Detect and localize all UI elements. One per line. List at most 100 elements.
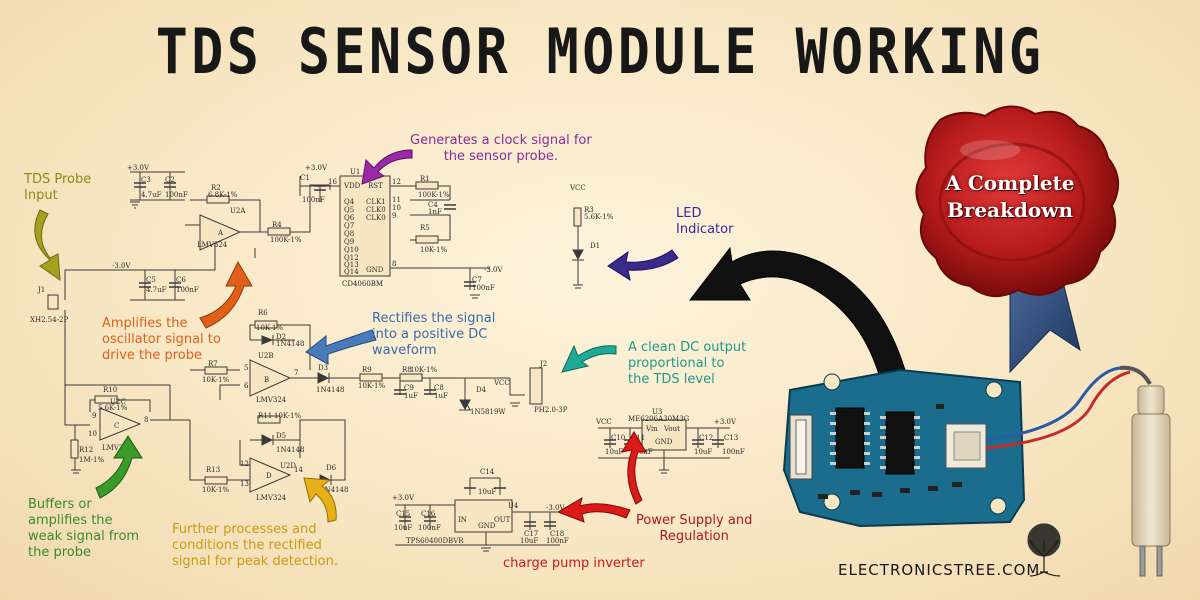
pwr-neg-label-2: -3.0V: [484, 266, 503, 274]
pwr-neg-label-3: -3.0V: [546, 504, 565, 512]
c4-label: C4: [428, 201, 438, 209]
u2d-part: LMV324: [256, 494, 287, 502]
u1-pin-q12: Q12: [344, 254, 359, 262]
r12-value: 1M-1%: [79, 456, 104, 464]
c9-label: C9: [404, 384, 414, 392]
r6-label: R6: [258, 309, 268, 317]
tree-logo-icon: [1027, 523, 1061, 577]
annotation-rectifies: Rectifies the signal into a positive DC …: [372, 311, 495, 359]
d2-label: D2: [276, 333, 286, 341]
annotation-amplifies-line1: Amplifies the: [102, 316, 188, 331]
annotation-dc-output-line2: proportional to: [628, 356, 725, 371]
pwr-pos-label-2: +3.0V: [305, 164, 328, 172]
u3-pin-vin: Vin: [645, 425, 658, 433]
annotation-charge-pump: charge pump inverter: [503, 556, 645, 571]
r3-label: R3: [584, 206, 594, 214]
wax-seal-icon: [915, 105, 1119, 374]
arrow-charge-pump-icon: [556, 496, 631, 523]
u2c-part: LMV324: [102, 444, 133, 452]
c16-value: 100nF: [418, 524, 441, 532]
resistors: [70, 181, 582, 485]
annotation-led-line1: LED: [676, 206, 702, 221]
c16-label: C16: [421, 510, 436, 518]
annotation-rectifies-line1: Rectifies the signal: [372, 311, 496, 326]
vcc-label-1: VCC: [569, 184, 586, 192]
u2b-letter: B: [264, 376, 269, 384]
r13-label: R13: [206, 466, 220, 474]
u2a-label: U2A: [230, 207, 246, 215]
page-title: TDS SENSOR MODULE WORKING: [155, 15, 1045, 88]
r8-label: R8: [402, 366, 412, 374]
annotation-power-line1: Power Supply and: [636, 513, 753, 528]
c8-value: 1uF: [434, 392, 448, 400]
arrow-clock-icon: [361, 149, 413, 185]
c13-label: C13: [724, 434, 738, 442]
pwr-neg-label-1: -3.0V: [112, 262, 131, 270]
c15-value: 10uF: [394, 524, 412, 532]
vcc-label-2: VCC: [493, 379, 510, 387]
r5-value: 10K-1%: [420, 246, 447, 254]
c5-value: 4.7uF: [146, 286, 167, 294]
d5-value: 1N4148: [276, 446, 304, 454]
annotation-clock-line2: the sensor probe.: [443, 149, 559, 164]
u3-pin-vout: Vout: [663, 425, 680, 433]
capacitors: [134, 182, 724, 527]
annotation-probe-input-line2: Input: [24, 188, 58, 203]
d5-label: D5: [276, 432, 286, 440]
annotation-amplifies-line2: oscillator signal to: [102, 332, 221, 347]
c8-label: C8: [434, 384, 444, 392]
d4-value: 1N5819W: [470, 408, 506, 416]
schematic-text: +3.0V C3 4.7uF C2 100nF R2 6.8K-1% U2A L…: [30, 164, 745, 545]
u1-pin-rst: RST: [368, 182, 383, 190]
c17-value: 10uF: [520, 537, 538, 545]
r9-label: R9: [362, 366, 372, 374]
annotation-buffers-line3: weak signal from: [28, 529, 140, 544]
annotation-probe-input: TDS Probe Input: [24, 172, 91, 204]
arrow-probe-input-icon: [34, 209, 61, 282]
r4-label: R4: [272, 221, 282, 229]
c12-value: 10uF: [694, 448, 712, 456]
sensor-board-icon: [782, 368, 1026, 528]
u1-pin-num-16: 16: [328, 178, 337, 186]
annotation-power-line2: Regulation: [659, 529, 729, 544]
c3-value: 4.7uF: [141, 191, 162, 199]
u1-pin-num-12: 12: [392, 178, 401, 186]
annotation-rectifies-line3: waveform: [372, 343, 437, 358]
c13-value: 100nF: [722, 448, 745, 456]
u1-pin-q4: Q4: [344, 198, 355, 206]
c14-value: 10uF: [478, 488, 496, 496]
u4-pin-out: OUT: [494, 516, 511, 524]
d3-value: 1N4148: [316, 386, 344, 394]
c10-label: C10: [611, 434, 625, 442]
j2-label: J2: [539, 360, 547, 368]
u3-pin-gnd: GND: [655, 438, 673, 446]
j2-part: PH2.0-3P: [534, 406, 568, 414]
c17-label: C17: [524, 530, 538, 538]
arrow-further-icon: [303, 477, 337, 523]
u1-pin-q13: Q13: [344, 261, 359, 269]
badge-line1: A Complete: [945, 171, 1075, 195]
u1-pin-clk0b: CLK0: [366, 214, 386, 222]
r12-label: R12: [79, 446, 93, 454]
d6-value: 1N4148: [320, 486, 348, 494]
d3-label: D3: [318, 364, 328, 372]
u1-pin-q9: Q9: [344, 238, 354, 246]
annotation-amplifies-line3: drive the probe: [102, 348, 203, 363]
op-pin-10: 10: [88, 430, 97, 438]
arrow-buffers-icon: [95, 435, 143, 499]
badge: A Complete Breakdown: [925, 170, 1095, 224]
j1-label: J1: [37, 286, 45, 294]
u1-pin-gnd: GND: [366, 266, 384, 274]
c15-label: C15: [396, 510, 410, 518]
annotation-dc-output: A clean DC output proportional to the TD…: [628, 340, 746, 388]
r2-value: 6.8K-1%: [208, 191, 238, 199]
r1-value: 100K-1%: [418, 191, 450, 199]
c7-label: C7: [472, 276, 482, 284]
u2a-letter: A: [217, 229, 224, 237]
u4-part: TPS60400DBVR: [406, 537, 464, 545]
annotation-further-line1: Further processes and: [172, 522, 317, 537]
op-pin-13: 13: [240, 480, 249, 488]
u2d-letter: D: [266, 472, 272, 480]
r10-value: 5.6K-1%: [98, 404, 128, 412]
